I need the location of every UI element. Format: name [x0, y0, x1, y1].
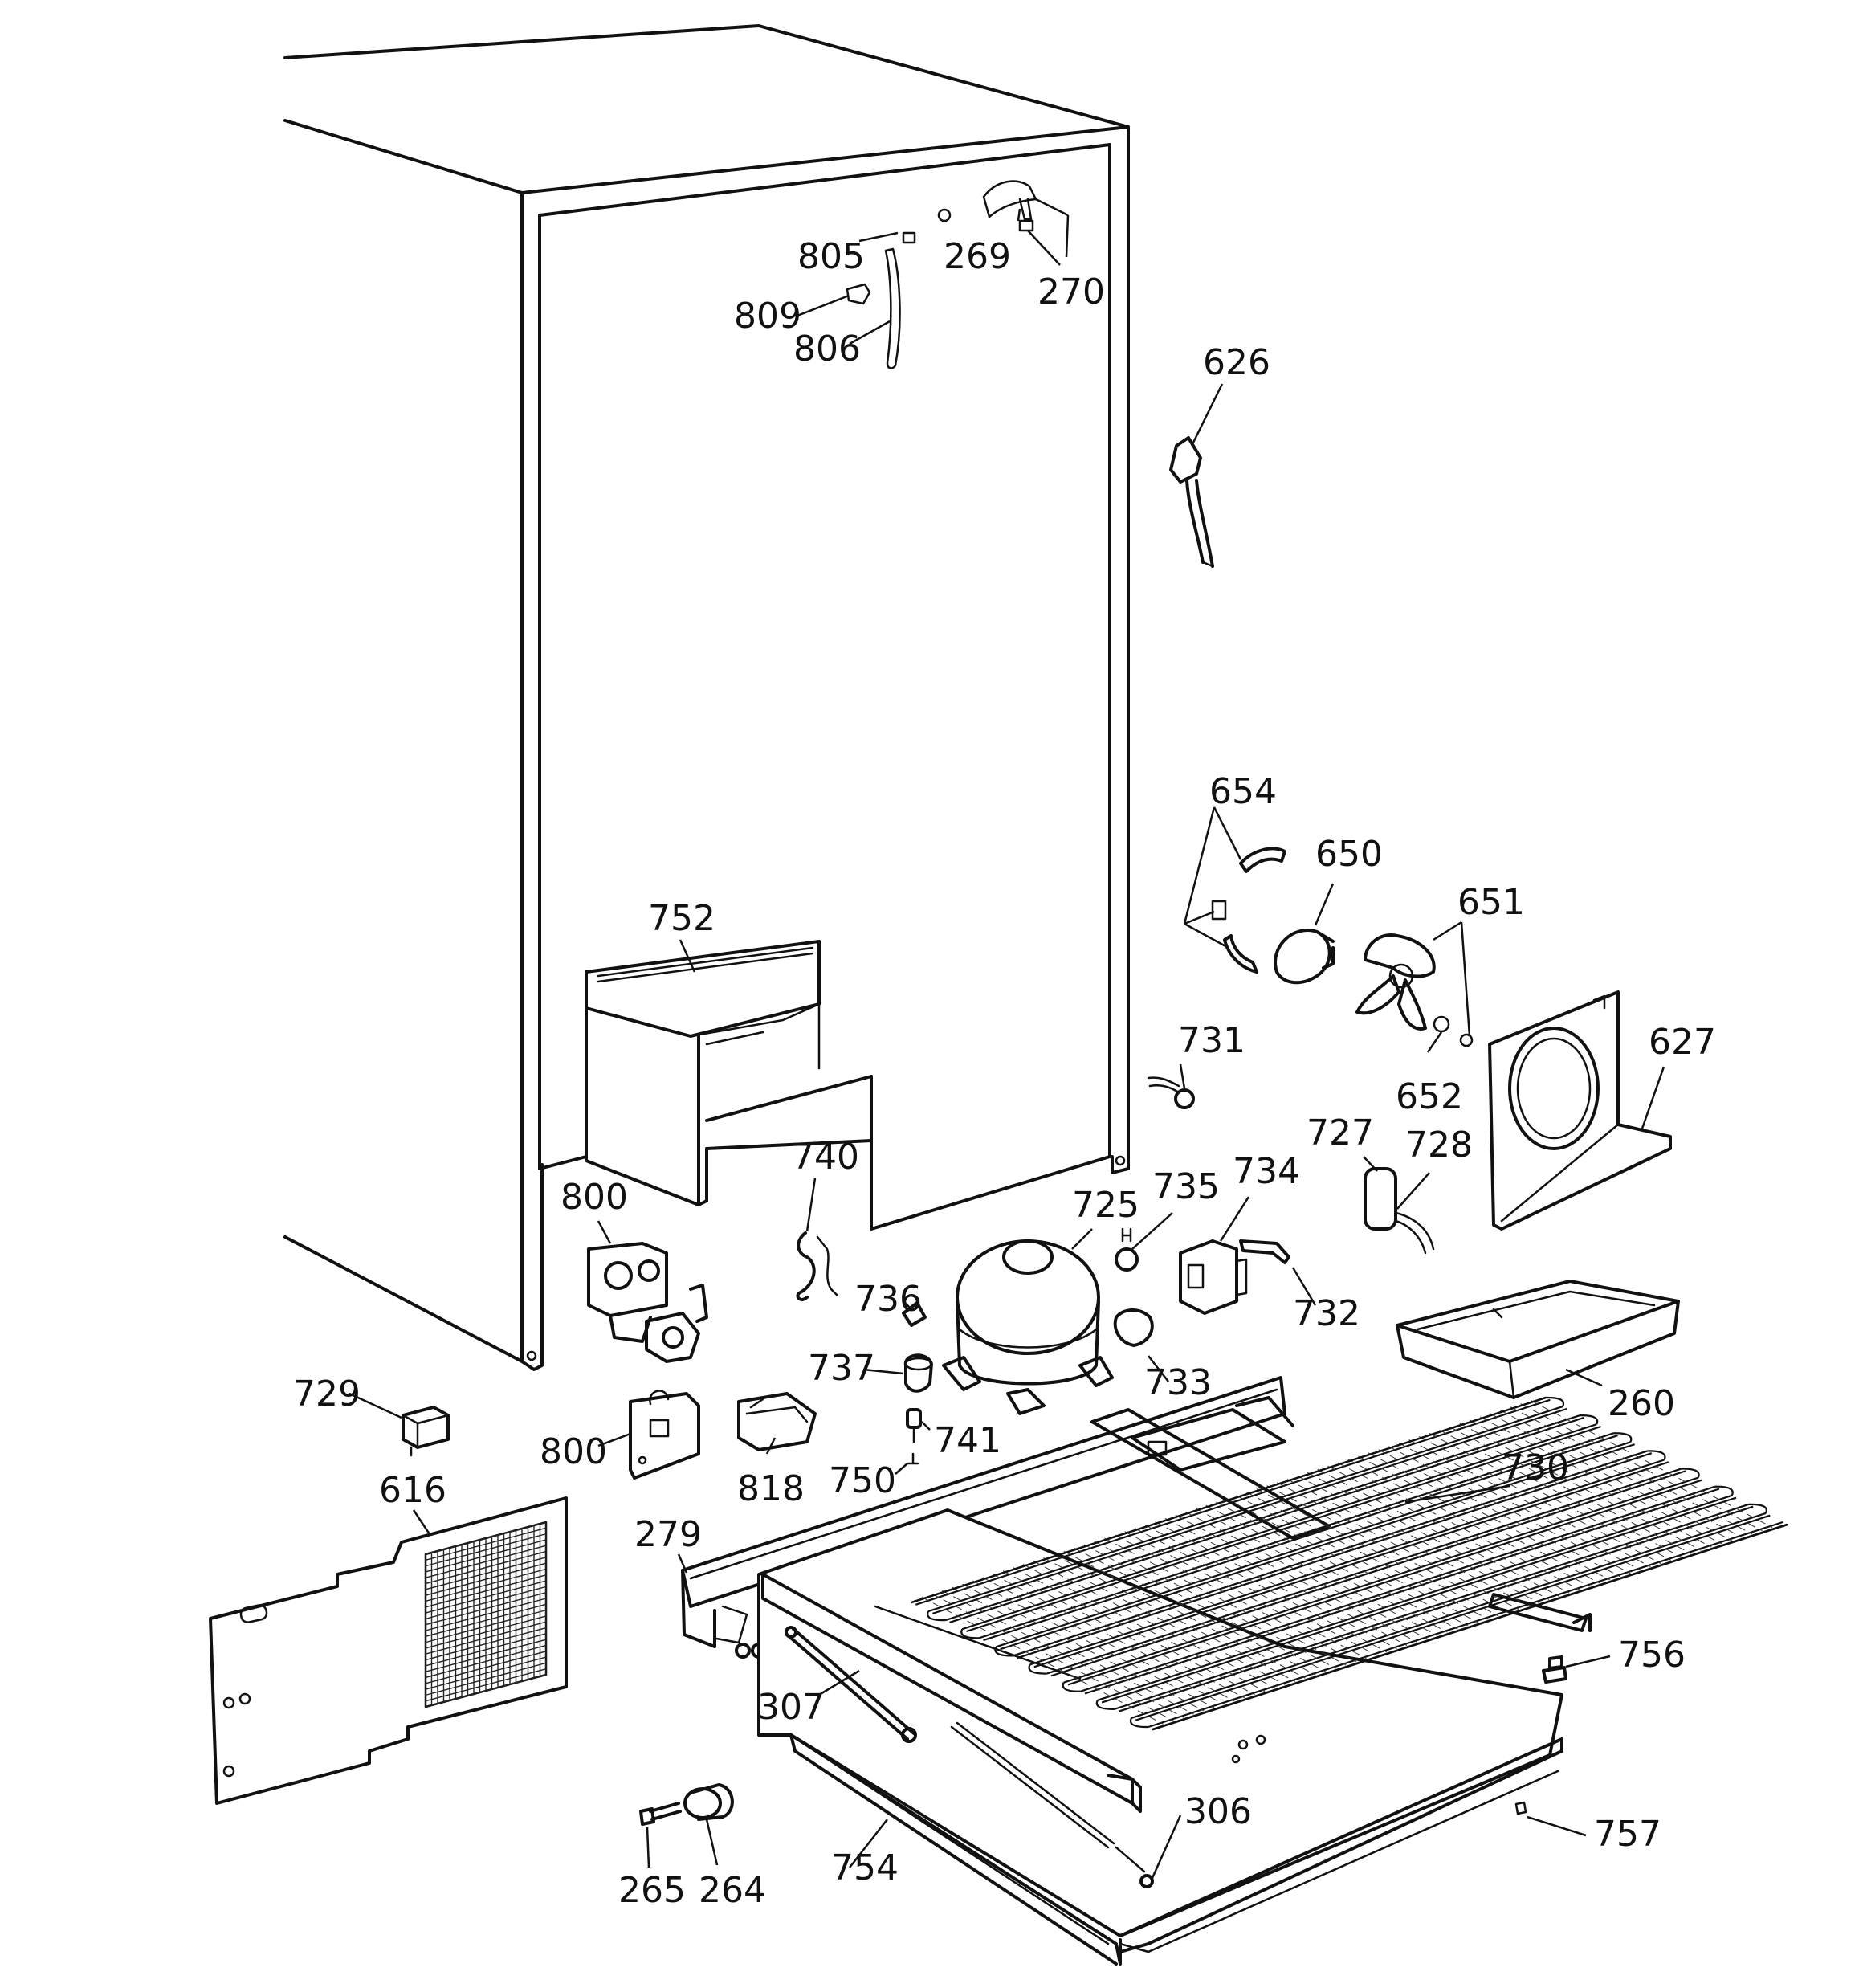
- part-800-water-valve: [587, 1242, 708, 1363]
- label-754: 754: [831, 1847, 899, 1888]
- part-729-relay: [402, 1406, 450, 1457]
- label-735: 735: [1152, 1166, 1220, 1207]
- label-730: 730: [1502, 1447, 1569, 1488]
- label-800b: 800: [540, 1431, 607, 1472]
- label-737: 737: [808, 1348, 875, 1389]
- label-650: 650: [1315, 834, 1383, 875]
- part-725-compressor: [942, 1239, 1114, 1415]
- label-740: 740: [792, 1137, 859, 1178]
- label-736: 736: [854, 1279, 922, 1320]
- label-627: 627: [1649, 1022, 1716, 1063]
- label-654: 654: [1209, 771, 1277, 812]
- part-labels: 805 269 270 809 806 626 654 650 651 752 …: [293, 236, 1716, 1911]
- label-269: 269: [944, 236, 1011, 277]
- label-756: 756: [1618, 1635, 1686, 1676]
- label-800a: 800: [561, 1177, 628, 1218]
- grommet-parts: [902, 1301, 933, 1465]
- cabinet: [283, 24, 1130, 1371]
- label-734: 734: [1233, 1151, 1300, 1192]
- label-750: 750: [829, 1460, 896, 1501]
- label-728: 728: [1405, 1125, 1473, 1165]
- label-652: 652: [1396, 1076, 1463, 1117]
- label-732: 732: [1293, 1293, 1360, 1334]
- label-307: 307: [757, 1687, 825, 1728]
- label-727: 727: [1307, 1112, 1374, 1153]
- label-741: 741: [934, 1420, 1001, 1461]
- label-757: 757: [1594, 1814, 1661, 1855]
- part-627-fan-shroud: [1488, 990, 1672, 1231]
- label-265: 265: [618, 1870, 686, 1911]
- label-616: 616: [379, 1470, 446, 1511]
- label-809: 809: [734, 296, 801, 337]
- water-line-parts: [846, 180, 1037, 369]
- relay-capacitor-parts: [1147, 1076, 1435, 1255]
- leader-lines: [349, 198, 1665, 1879]
- label-733: 733: [1144, 1362, 1212, 1403]
- label-818: 818: [737, 1468, 805, 1509]
- label-805: 805: [797, 236, 865, 277]
- part-818-bracket: [737, 1392, 817, 1451]
- part-740-clip: [796, 1231, 838, 1301]
- part-800-bracket: [629, 1390, 700, 1480]
- label-752: 752: [648, 898, 715, 939]
- start-relay-parts: [1113, 1227, 1290, 1347]
- part-752-shroud: [585, 940, 873, 1206]
- label-725: 725: [1072, 1185, 1139, 1226]
- base-and-condenser: [681, 1376, 1789, 1966]
- label-260: 260: [1608, 1383, 1675, 1424]
- part-260-drain-pan: [1396, 1280, 1680, 1399]
- label-279: 279: [634, 1514, 702, 1555]
- label-626: 626: [1203, 342, 1270, 383]
- label-306: 306: [1184, 1791, 1252, 1832]
- label-729: 729: [293, 1374, 361, 1414]
- label-264: 264: [699, 1870, 766, 1911]
- label-651: 651: [1457, 882, 1525, 923]
- part-626-power-cord: [1169, 436, 1214, 568]
- leveling-foot-parts: [639, 1783, 734, 1826]
- label-731: 731: [1178, 1020, 1245, 1061]
- label-270: 270: [1037, 271, 1105, 312]
- label-806: 806: [793, 329, 861, 369]
- grille-mesh: [425, 1521, 547, 1708]
- condenser-coil: [910, 1396, 1789, 1731]
- part-616-access-panel: [209, 1496, 568, 1805]
- fan-motor-assembly: [1211, 847, 1474, 1047]
